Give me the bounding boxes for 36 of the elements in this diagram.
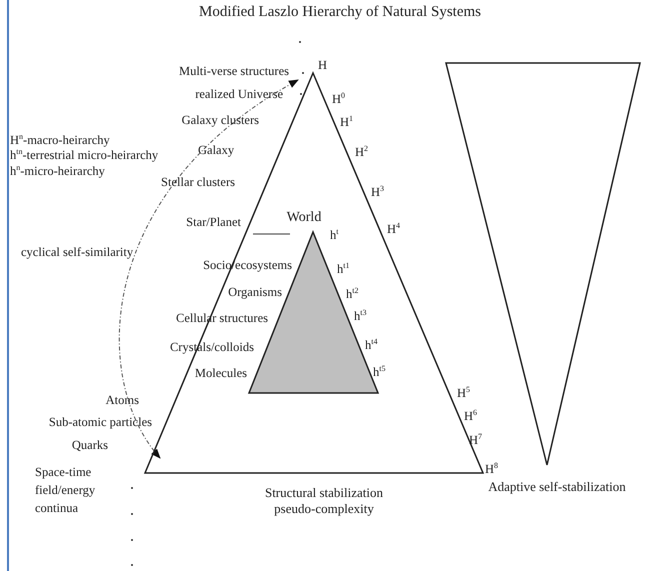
level-label: Space-time field/energy continua — [35, 464, 96, 517]
level-symbol: h$^{t1}$ — [337, 260, 350, 278]
level-label: Atoms — [106, 393, 139, 408]
level-symbol: H$^{2}$ — [355, 143, 368, 160]
level-symbol: H$^{8}$ — [485, 460, 498, 478]
level-symbol: H$^{4}$ — [387, 220, 400, 238]
diagram-title: Modified Laszlo Hierarchy of Natural Systems — [198, 4, 482, 21]
level-symbol: H$^{0}$ — [332, 90, 346, 108]
level-symbol: H$^{5}$ — [457, 384, 470, 402]
level-label: Molecules — [194, 366, 247, 381]
level-label: Organisms — [228, 285, 282, 300]
level-label: Stellar clusters — [161, 175, 235, 190]
key-text: h$^{tn}$-terrestrial micro-heirarchy — [10, 147, 158, 164]
level-symbol: h$^{t}$ — [330, 226, 338, 244]
level-symbol: h$^{t3}$ — [354, 307, 366, 324]
level-symbol: h$^{t4}$ — [365, 336, 378, 354]
level-symbol: H — [318, 58, 328, 73]
level-symbol: h$^{t2}$ — [346, 285, 358, 302]
level-label: Galaxy clusters — [182, 113, 259, 128]
level-label: realized Universe — [195, 87, 283, 102]
level-label: Multi-verse structures — [178, 64, 289, 79]
node-label: World — [286, 210, 322, 226]
node-label: Adaptive self-stabilization — [487, 479, 627, 495]
arrow-label: cyclical self-similarity — [21, 245, 134, 260]
level-symbol: H$^{3}$ — [371, 183, 384, 200]
level-symbol: H$^{1}$ — [340, 113, 354, 130]
level-label: Quarks — [72, 438, 108, 453]
level-label: Star/Planet — [186, 215, 241, 230]
key-text: H$^{n}$-macro-heirarchy — [10, 131, 110, 148]
level-symbol: h$^{t5}$ — [373, 363, 386, 380]
level-symbol: H$^{6}$ — [464, 407, 478, 424]
level-label: Galaxy — [198, 143, 234, 158]
level-symbol: H$^{7}$ — [469, 431, 482, 448]
key-text: h$^{n}$-micro-heirarchy — [10, 162, 105, 180]
node-label: Structural stabilization pseudo-complexity — [264, 485, 384, 517]
level-label: Sub-atomic particles — [48, 415, 152, 430]
